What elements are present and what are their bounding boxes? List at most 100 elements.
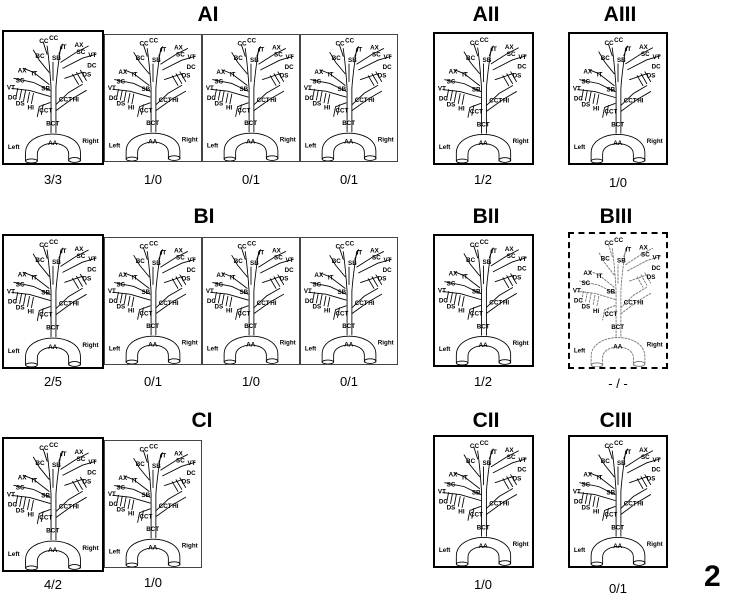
label-vt: VT [518,256,526,263]
label-ds: DS [82,275,92,282]
label-left: Left [8,144,21,151]
left-branch-sc [13,281,51,295]
arch-end-left [223,156,237,161]
left-branch-ax-left [221,272,248,289]
panel-biii-1: CC CC IT AX SC VT BC SB DC DS AX IT SC V… [568,232,668,369]
label-dc: DC [652,265,661,272]
left-branch-sc [579,79,616,93]
label-cct: CCT [489,97,502,104]
cct-branch [351,287,379,309]
label-ds-left: DS [16,507,26,514]
panel-ci-1: CC CC IT AX SC VT BC SB DC DS AX IT SC V… [2,437,104,572]
label-ax-left: AX [583,69,592,76]
ratio-cii-1: 1/0 [473,577,493,592]
main-trunk [46,45,52,134]
label-dc-left: DC [439,95,448,102]
vessel-tree-diagram: CC CC IT AX SC VT BC SB DC DS AX IT SC V… [7,35,99,163]
left-branch-hi [235,102,249,117]
right-branch-vt [260,258,294,274]
label-vt: VT [88,52,96,59]
label-it: IT [626,449,632,456]
label-ds: DS [378,276,387,283]
label-aa: AA [613,140,622,147]
ratio-ai-1: 3/3 [43,172,63,187]
label-cc-2: CC [614,440,623,447]
label-cc: CC [336,41,345,48]
arch-end-right [265,155,279,161]
left-branch-sc [444,482,482,496]
left-branch-ax-left [588,270,615,288]
label-left: Left [305,345,317,352]
label-dc: DC [517,64,526,71]
right-branch-vt [162,55,196,71]
label-sc-left: SC [447,79,456,86]
label-aa: AA [613,543,622,550]
right-branch-vt [492,55,527,71]
label-dc: DC [87,469,97,476]
left-branch-ax-left [123,475,150,492]
label-bc: BC [35,53,45,60]
label-dc: DC [383,64,392,71]
main-trunk [46,249,52,338]
left-branch-comb [15,87,34,104]
label-bc: BC [234,258,243,265]
label-dc: DC [652,467,661,474]
label-sc: SC [641,251,650,258]
left-branch-comb [214,291,233,308]
label-dc: DC [383,267,392,274]
label-sc-left: SC [215,78,224,85]
arch-end-right [68,157,81,163]
label-it: IT [357,46,363,53]
label-sc: SC [176,457,185,464]
label-hi-left: HI [128,105,134,112]
label-right: Right [647,341,664,348]
right-branch-ax [356,251,384,268]
label-cc: CC [140,447,149,454]
label-ds: DS [182,276,191,283]
vessel-tree-diagram: CC CC IT AX SC VT BC SB DC DS AX IT SC V… [438,239,530,365]
label-ds-left: DS [16,304,26,311]
main-trunk [342,251,348,336]
label-left: Left [109,548,121,555]
aortic-arch [321,335,377,363]
label-right: Right [280,340,297,347]
label-ax: AX [505,447,514,454]
label-bct: BCT [477,121,490,128]
left-branch-hi [36,102,51,118]
ratio-ai-3: 0/1 [241,172,261,187]
label-hi-left: HI [324,105,330,112]
cct-branch-2 [55,89,87,112]
label-right: Right [82,138,99,145]
label-vt-left: VT [108,85,116,92]
arch-end-left [455,158,469,163]
left-branch-ax-left [221,69,248,86]
right-branch-ds [636,474,652,490]
label-bct: BCT [477,323,490,330]
left-branch-cc [473,43,479,57]
label-vt-left: VT [206,85,214,92]
aortic-arch [223,132,279,160]
right-branch-ax [60,452,89,470]
right-branch-vt [627,458,661,474]
label-dc-left: DC [305,95,314,102]
left-branch-bc [32,456,50,480]
arch-end-left [25,565,38,570]
aortic-arch-inner [235,344,267,363]
right-branch-vt [627,256,661,272]
label-ax: AX [272,248,281,255]
label-dc: DC [187,267,196,274]
arch-end-left [455,561,469,566]
label-ds: DS [280,276,289,283]
label-vt-left: VT [573,85,581,92]
label-vt: VT [653,54,661,61]
label-left: Left [574,144,586,151]
label-ax-left: AX [118,69,127,76]
label-it-left: IT [328,72,334,79]
right-branch-ax [625,450,653,468]
label-sc-left: SC [447,482,456,489]
label-hi-left: HI [28,512,35,519]
label-sb: SB [483,57,492,64]
aortic-arch-inner [467,546,500,565]
label-bc: BC [35,460,45,467]
label-ds: DS [82,478,92,485]
